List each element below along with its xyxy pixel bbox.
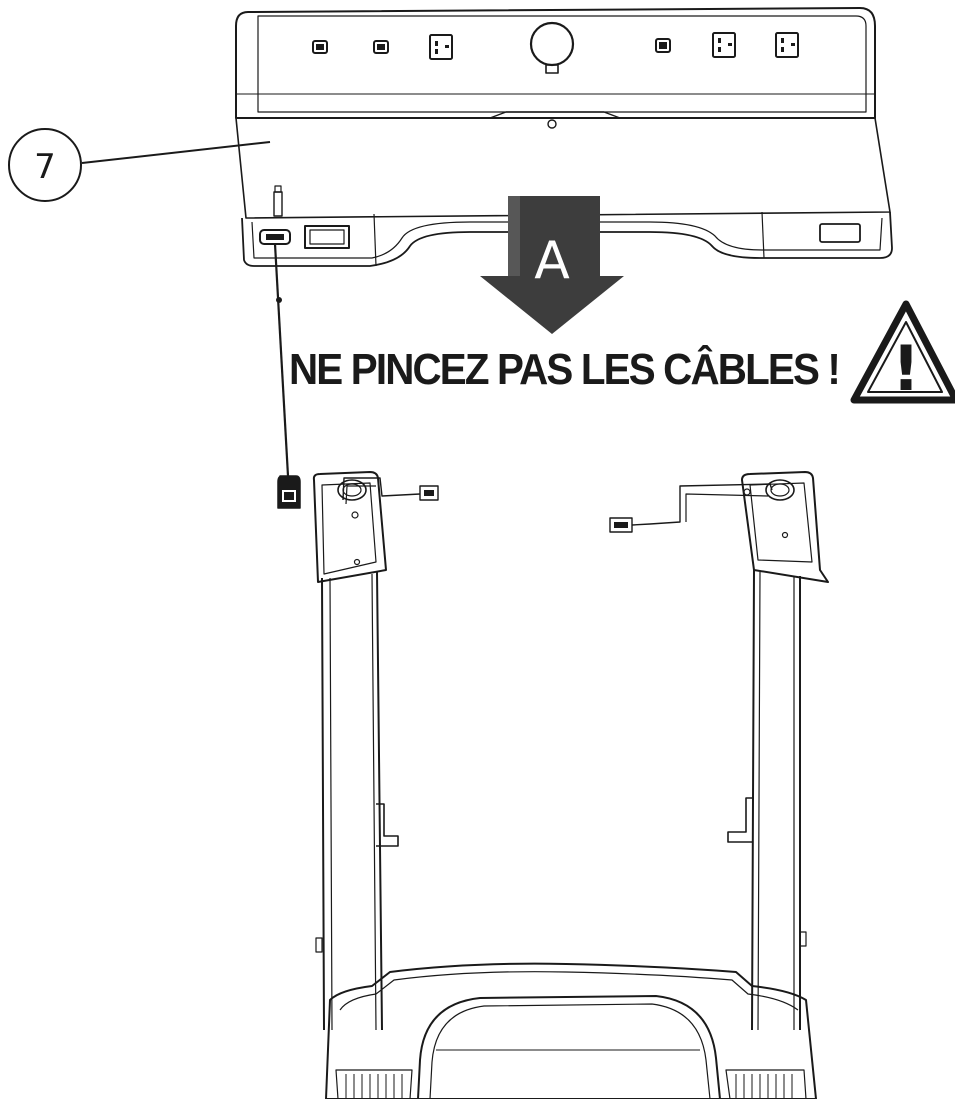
usb-port-icon <box>655 38 671 53</box>
warning-exclamation: ! <box>892 332 920 405</box>
left-mount-tab <box>376 803 399 847</box>
base-hood <box>325 962 817 1099</box>
right-upright <box>609 471 829 1031</box>
knob-icon <box>529 21 575 67</box>
warning-triangle-icon <box>850 300 955 404</box>
vent-slats <box>345 1074 793 1099</box>
console-assembly <box>235 7 893 267</box>
base-vent-right <box>725 1069 807 1099</box>
right-bracket-plate <box>741 471 829 583</box>
left-bracket-plate <box>312 471 387 583</box>
left-post <box>321 571 383 1031</box>
base-vent-left <box>335 1069 413 1099</box>
part-callout <box>8 128 271 202</box>
base-handle-opening <box>417 995 721 1099</box>
right-wire <box>649 483 773 525</box>
callout-number: 7 <box>34 147 56 187</box>
left-wire <box>342 477 421 501</box>
warning-text: NE PINCEZ PAS LES CÂBLES ! <box>289 344 839 394</box>
console-inner-rim <box>257 15 867 113</box>
console-top-panel <box>235 7 876 119</box>
right-post <box>751 569 801 1031</box>
arrow-letter: A <box>534 231 570 291</box>
console-cable <box>273 243 301 509</box>
power-socket-icon <box>429 34 453 60</box>
left-upright <box>312 471 439 1031</box>
power-socket-icon <box>775 32 799 58</box>
usb-port-icon <box>373 40 389 54</box>
right-mount-tab <box>727 797 752 843</box>
power-socket-icon <box>712 32 736 58</box>
switch-slot <box>304 225 350 249</box>
right-slot <box>819 223 861 243</box>
usb-port-icon <box>312 40 328 54</box>
callout-leader-line <box>81 141 271 164</box>
treadmill-base <box>325 962 817 1099</box>
callout-circle <box>8 128 82 202</box>
direction-arrow-a <box>480 196 624 334</box>
left-wire-connector <box>419 485 439 501</box>
